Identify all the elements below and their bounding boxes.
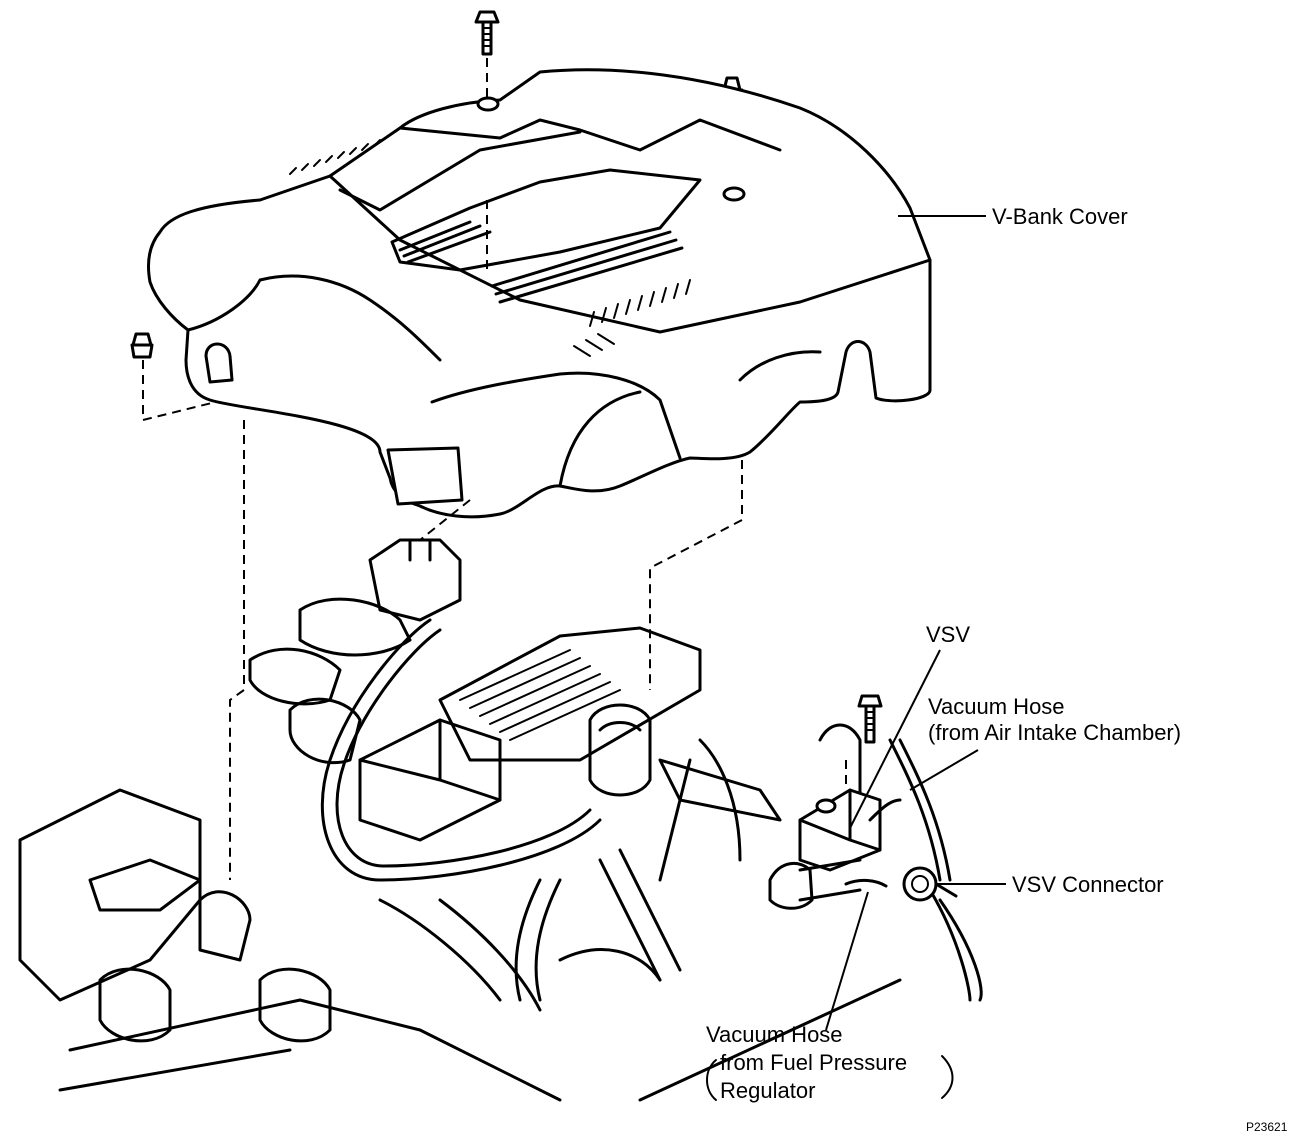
guide-line-left-stud: [229, 420, 245, 880]
label-v-bank-cover: V-Bank Cover: [992, 204, 1128, 229]
leader-vsv: [849, 649, 941, 829]
label-bracket-left: [706, 1059, 717, 1101]
leader-vacuum-hose-air: [909, 749, 979, 791]
label-vsv-connector: VSV Connector: [1012, 872, 1164, 897]
guide-line-left-nut: [142, 360, 241, 422]
bolt-vsv: [857, 694, 883, 744]
engine-assembly: [18, 538, 983, 1102]
figure-id: P23621: [1246, 1120, 1288, 1134]
label-vacuum-hose-air-2: (from Air Intake Chamber): [928, 720, 1182, 745]
label-vacuum-hose-fuel-3: Regulator: [720, 1078, 816, 1103]
guide-line-right: [649, 460, 743, 690]
nut-left: [130, 332, 154, 359]
leader-vacuum-hose-fuel: [825, 891, 869, 1031]
vsv-connector-part: [902, 866, 958, 902]
label-bracket-right: [941, 1055, 954, 1099]
guide-line-center: [419, 499, 471, 541]
label-vacuum-hose-air-1: Vacuum Hose: [928, 694, 1065, 719]
v-bank-cover: [146, 68, 932, 519]
label-vsv: VSV: [926, 622, 971, 647]
label-vacuum-hose-fuel-1: Vacuum Hose: [706, 1022, 843, 1047]
label-vacuum-hose-fuel-2: from Fuel Pressure: [720, 1050, 908, 1075]
bolt-top-center: [474, 10, 500, 56]
